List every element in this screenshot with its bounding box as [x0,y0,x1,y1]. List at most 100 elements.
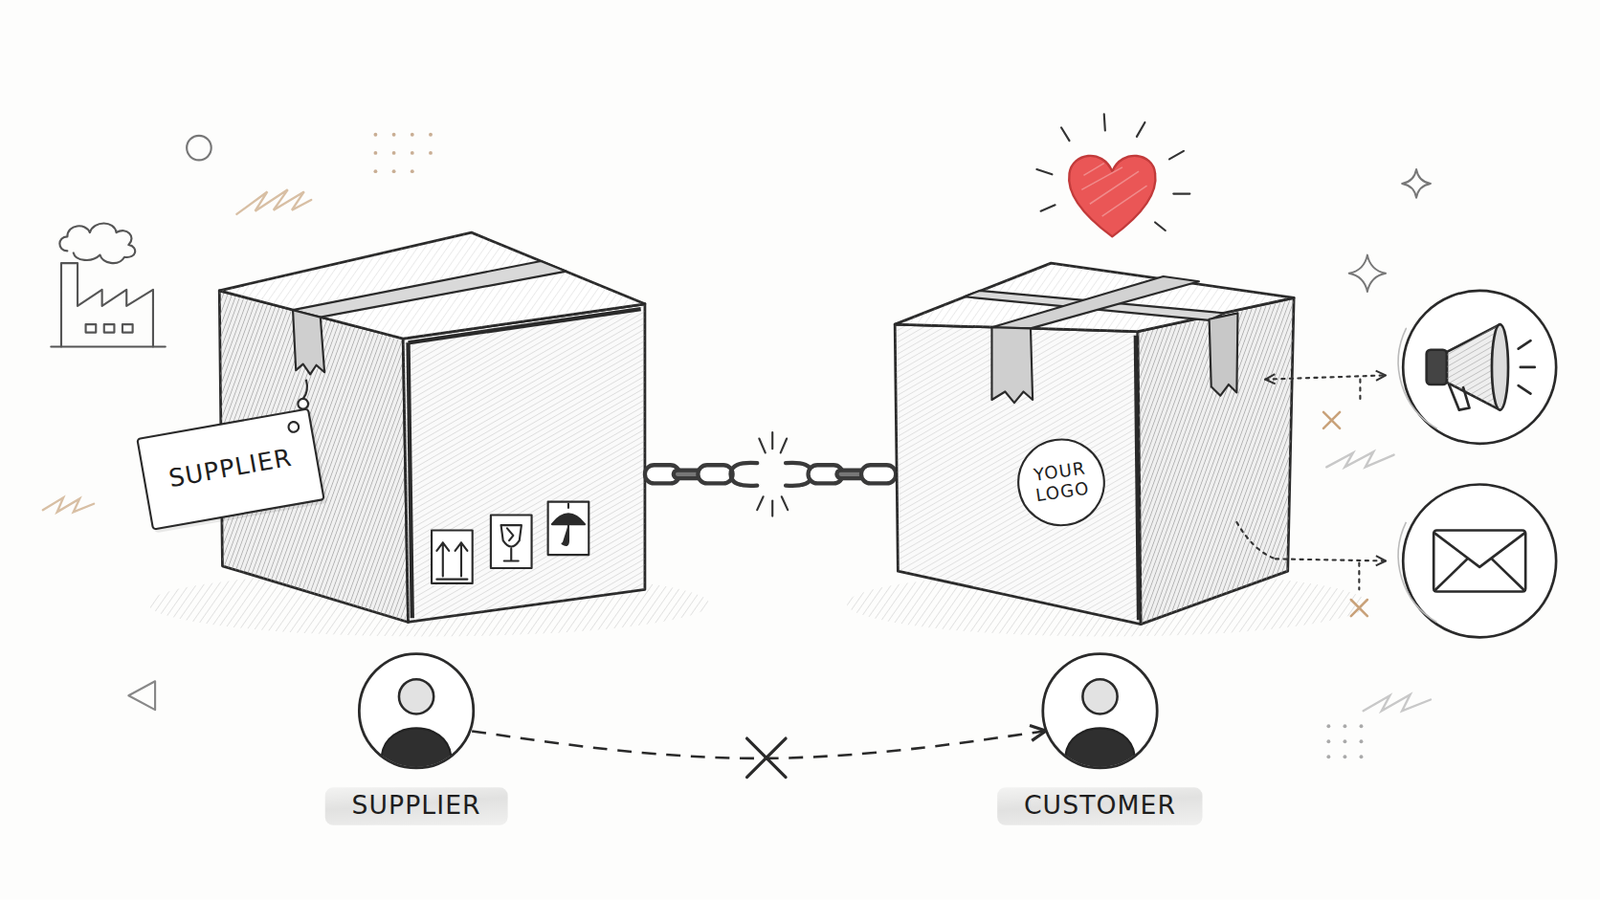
dot-grid [1359,755,1364,759]
sparkle-star [1401,169,1431,199]
logo-badge: YOUR LOGO [1011,433,1112,534]
dot-grid [410,169,415,174]
packing-tape [991,327,1033,403]
dot-grid [1342,739,1347,744]
factory-icon [86,324,97,334]
supplier-box [219,232,645,339]
megaphone-icon [1448,384,1469,411]
break-spark [771,432,774,449]
factory-icon [104,324,115,334]
handling-symbols [436,542,467,579]
customer-box [894,324,1141,624]
handling-symbols [548,502,590,556]
break-spark [780,439,787,454]
factory-icon [61,263,154,347]
break-spark [758,439,765,454]
dot-grid [1326,739,1331,744]
dot-grid [1326,755,1331,759]
broken-chain [644,463,896,487]
cross-mark [1351,600,1368,617]
packing-tape [964,276,1239,403]
handling-symbols [431,502,589,584]
dot-grid [373,133,378,137]
person-avatar: CUSTOMER [1041,651,1160,771]
heart-rays [1173,193,1190,196]
break-spark [756,432,788,516]
dot-grid [1326,724,1331,729]
packing-tape [292,310,325,375]
avatar-head [399,679,434,714]
packing-tape [292,261,567,375]
email-icon [1433,533,1526,593]
tag-hole [288,421,300,433]
supplier-box [408,342,413,619]
badge-label: YOUR LOGO [1017,457,1106,509]
avatar-body [1065,728,1135,773]
heart-rays [1061,127,1070,141]
heart-rays [1036,113,1190,231]
supplier-box [219,232,645,339]
break-spark [756,496,763,511]
dotted-link [1358,379,1361,405]
sparkle-star [1349,169,1431,292]
packing-tape [1209,312,1239,396]
cross-mark [747,738,787,778]
factory-icon [50,223,165,348]
dot-grid [392,151,397,156]
scribble [236,189,312,215]
tag-label: SUPPLIER [166,444,294,495]
dot-grid [1342,755,1347,759]
sparkle-star [1349,255,1386,292]
handling-symbols [490,514,533,568]
dotted-link [1236,375,1386,590]
person-avatar: SUPPLIER [356,651,476,771]
heart-rays [1155,222,1166,231]
role-label: SUPPLIER [325,787,509,825]
megaphone-icon [1426,350,1447,385]
dotted-link [1265,375,1386,379]
heart-rays [1104,113,1106,131]
heart-icon [1068,155,1156,237]
dot-grid [428,133,433,137]
doodle-triangle [128,681,156,711]
break-spark [771,501,774,517]
person-icon [356,651,476,771]
packing-tape [292,261,567,318]
doodle-circle [186,135,212,161]
scribble [1363,694,1431,712]
dot-grid [373,133,432,174]
cross-mark [1323,412,1368,617]
dot-grid [392,133,397,137]
email-icon [1433,530,1526,592]
email-icon [1398,522,1437,623]
scribble [43,497,94,512]
customer-box [894,324,1141,624]
customer-box [1137,297,1294,624]
dot-grid [392,169,397,174]
packing-tape [991,276,1199,329]
cross-mark [1323,412,1340,429]
megaphone-icon [1491,324,1509,411]
dot-grid [373,151,378,156]
break-spark [781,496,788,511]
customer-box [1137,297,1294,624]
factory-icon [122,324,134,334]
supplier-box [408,309,642,343]
customer-box [1135,335,1139,622]
supplier-box [402,304,645,623]
megaphone-icon [1398,290,1556,445]
heart-rays [1136,122,1146,137]
dashed-connector [471,731,1045,758]
doodle-circle [186,135,212,161]
cross-mark [747,738,787,778]
avatar-body [381,728,452,773]
dotted-link [1357,563,1360,591]
avatar-head [1082,679,1117,714]
megaphone-icon [1518,340,1532,350]
heart-icon [1081,163,1147,217]
heart-rays [1036,169,1052,175]
customer-box [894,263,1294,624]
doodle-triangle [128,681,156,711]
heart-rays [1041,204,1056,211]
